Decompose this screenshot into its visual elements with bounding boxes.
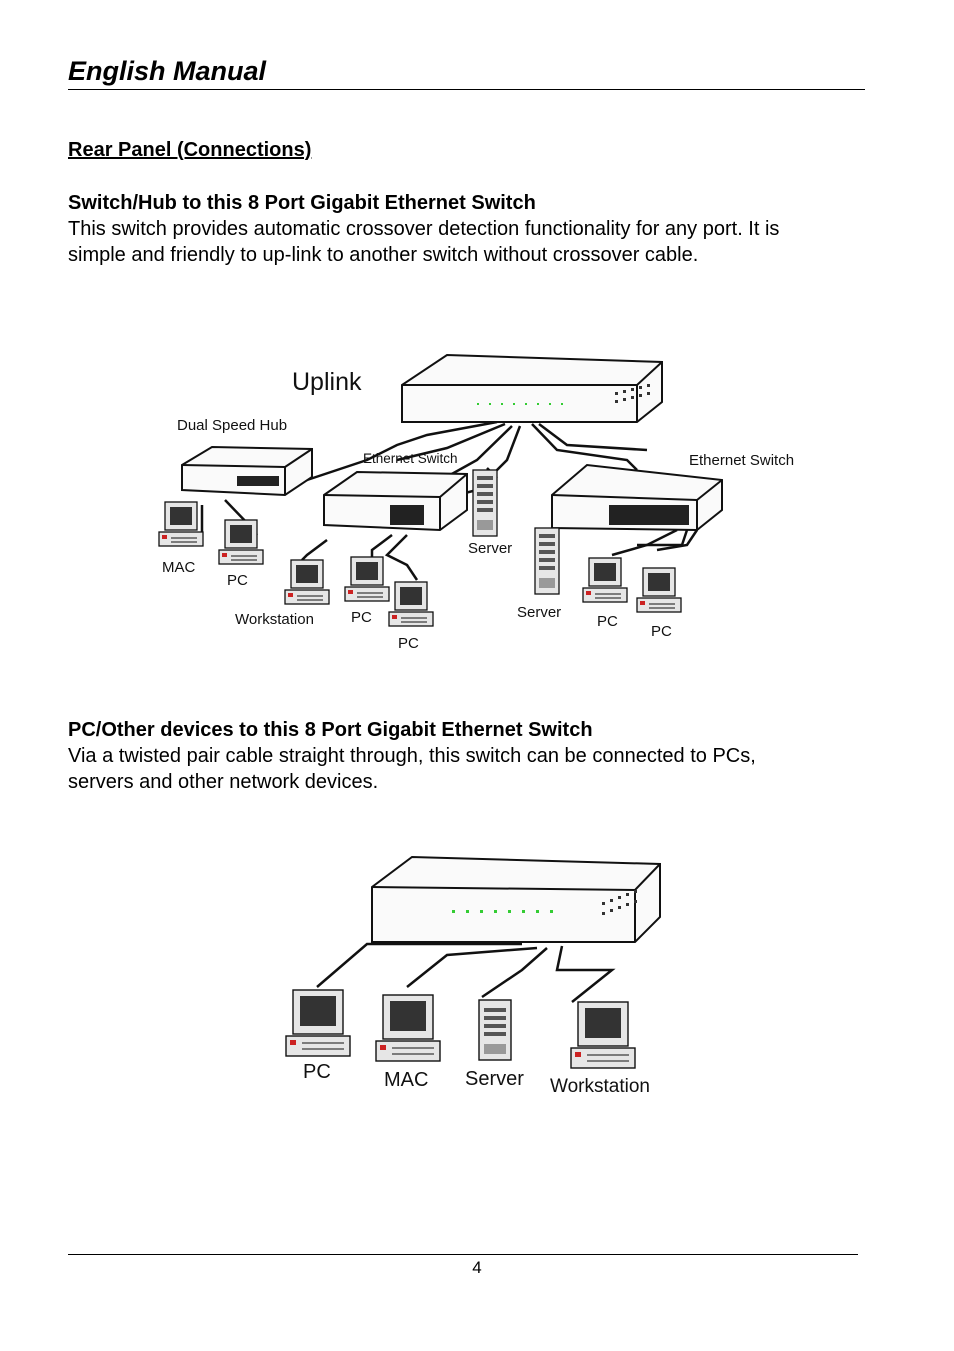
workstation-device-label: Workstation [550,1076,650,1097]
hub-label: Dual Speed Hub [177,417,287,434]
center-switch-label: Ethernet Switch [363,451,458,466]
pc-right-2 [636,567,682,613]
cable-lines [186,420,699,581]
pc-mid-label: PC [351,609,372,626]
pc-right-1 [582,557,628,603]
pc-left [218,519,264,565]
device-cables [316,942,616,1003]
mac-device-label: MAC [384,1069,428,1091]
pc-mid [344,556,390,602]
uplink-paragraph: This switch provides automatic crossover… [68,217,898,268]
uplink-diagram: Uplink Dual Speed Hub Ethernet Switch Et… [158,353,794,650]
page-number: 4 [472,1258,482,1277]
pc-left-label: PC [227,572,248,589]
right-switch-label: Ethernet Switch [689,452,794,469]
workstation-computer [284,559,330,605]
pc-device [285,989,351,1057]
uplink-line-2: simple and friendly to up-link to anothe… [68,243,699,266]
mac-computer [158,501,204,547]
workstation-device [570,1001,636,1069]
server-center-label: Server [468,540,512,557]
pc-bottom [388,581,434,627]
pc-right-1-label: PC [597,613,618,630]
pc-right-2-label: PC [651,623,672,640]
right-switch [551,463,723,532]
dual-speed-hub [181,445,313,497]
workstation-label: Workstation [235,611,314,628]
server-right-label: Server [517,604,561,621]
header-rule [68,89,865,90]
pc-bottom-label: PC [398,635,419,650]
pc-device-label: PC [303,1061,331,1083]
devices-line-2: servers and other network devices. [68,770,379,793]
manual-title: English Manual [68,56,267,86]
uplink-line-1: This switch provides automatic crossover… [68,218,780,240]
server-device-label: Server [465,1068,524,1090]
mac-device [375,994,441,1062]
server-device [478,999,512,1061]
uplink-heading: Switch/Hub to this 8 Port Gigabit Ethern… [68,192,536,214]
devices-paragraph: Via a twisted pair cable straight throug… [68,744,898,795]
section-heading: Rear Panel (Connections) [68,139,312,161]
center-switch [323,470,468,532]
mac-label: MAC [162,559,196,576]
devices-diagram: PC MAC Server Workstation [285,855,661,1097]
uplink-label: Uplink [292,368,362,396]
devices-heading: PC/Other devices to this 8 Port Gigabit … [68,719,593,741]
devices-line-1: Via a twisted pair cable straight throug… [68,745,756,767]
main-switch-2 [371,855,661,943]
footer-rule [68,1254,858,1255]
server-center [472,469,498,537]
server-right [534,527,560,595]
main-switch [401,353,663,423]
